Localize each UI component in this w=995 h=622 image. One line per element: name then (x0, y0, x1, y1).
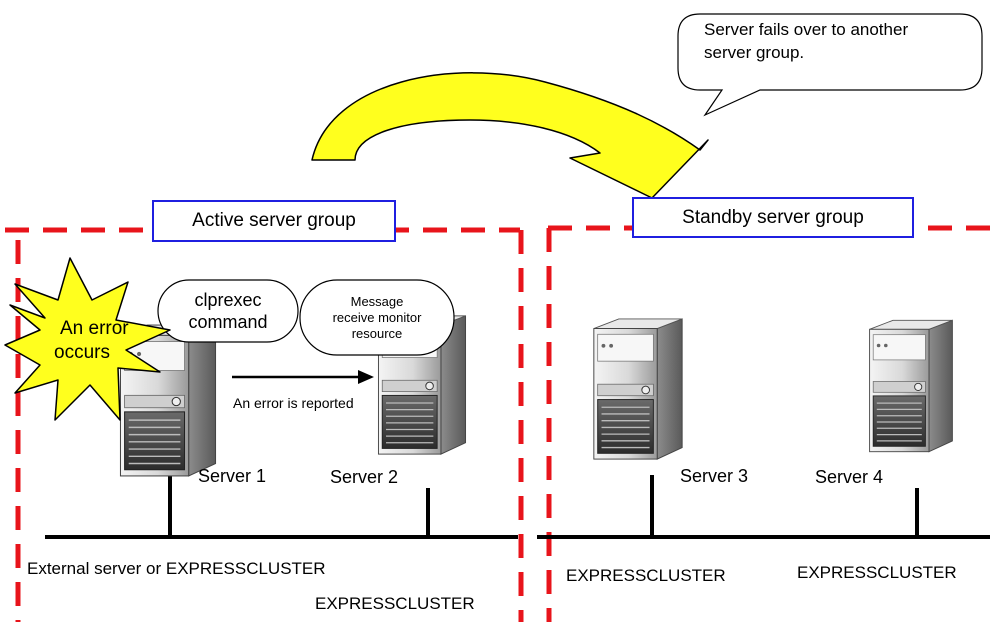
standby-group-border (546, 225, 995, 622)
error-burst-text-line2: occurs (54, 342, 110, 363)
command-pill: clprexec command (158, 280, 298, 342)
speech-callout-icon (677, 13, 983, 117)
network-label-server3: EXPRESSCLUSTER (566, 566, 726, 585)
explosion-burst-icon (4, 257, 171, 421)
monitor-pill-line1: Message (350, 294, 404, 309)
server-3-icon (593, 318, 683, 460)
monitor-pill: Message receive monitor resource (300, 282, 454, 354)
server-1-label: Server 1 (198, 466, 267, 486)
network-label-left: External server or EXPRESSCLUSTER (27, 559, 326, 578)
command-pill-shape (157, 279, 299, 343)
network-lines (45, 475, 990, 539)
command-pill-line1: clprexec (194, 290, 262, 310)
server-3-label: Server 3 (680, 466, 749, 486)
callout-text-line1: Server fails over to another (704, 20, 909, 39)
error-burst-text-line1: An error (60, 318, 129, 339)
server-4-label: Server 4 (815, 467, 884, 487)
server-2-label: Server 2 (330, 467, 399, 487)
server-1-icon (119, 324, 217, 477)
command-pill-line2: command (188, 312, 268, 332)
active-group-title: Active server group (152, 200, 396, 242)
server-4-icon (868, 319, 954, 453)
monitor-pill-line2: receive monitor (332, 310, 422, 325)
network-label-server4: EXPRESSCLUSTER (797, 563, 957, 582)
report-arrowhead-icon (358, 370, 374, 384)
network-label-server2: EXPRESSCLUSTER (315, 594, 475, 613)
monitor-pill-line3: resource (351, 326, 403, 341)
standby-group-title: Standby server group (632, 197, 914, 238)
curved-arrow-icon (311, 72, 709, 199)
callout-text-line2: server group. (704, 43, 805, 62)
report-arrow-label: An error is reported (233, 395, 354, 411)
monitor-pill-shape (299, 279, 455, 356)
active-group-border (5, 227, 524, 622)
